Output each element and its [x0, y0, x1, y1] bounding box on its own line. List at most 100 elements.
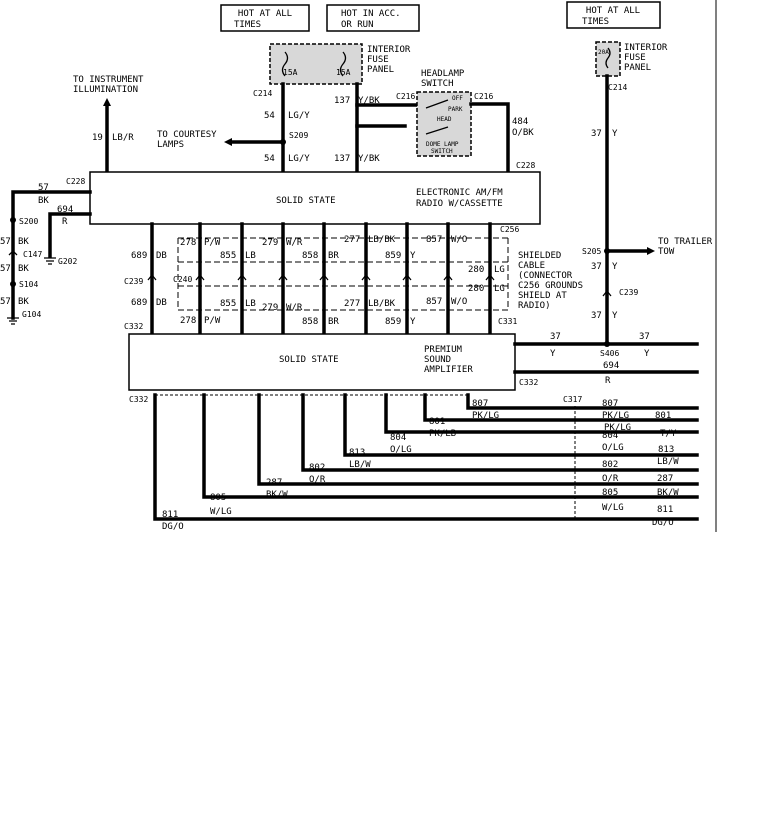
- circuit-37d-color: Y: [550, 349, 556, 359]
- hot-right-1: HOT AT ALL: [586, 6, 640, 16]
- conn-c332a: C332: [124, 322, 143, 331]
- note-shield-2: CABLE: [518, 261, 545, 271]
- sp-858-b: 858: [302, 317, 318, 327]
- circuit-137a: 137: [334, 96, 350, 106]
- ao-801-col: PK/LG: [604, 423, 631, 433]
- sp-277-b-col: LB/BK: [368, 299, 396, 309]
- circuit-37e: 37: [639, 332, 650, 342]
- ai-807: 807: [472, 399, 488, 409]
- ai-287: 287: [266, 478, 282, 488]
- sp-855-a-col: LB: [245, 251, 256, 261]
- ground-g202-icon: [44, 257, 56, 265]
- acc-label-1: HOT IN ACC.: [341, 9, 401, 19]
- amp-output-wires: [153, 393, 699, 521]
- radio-title-1: ELECTRONIC AM/FM: [416, 188, 503, 198]
- conn-c214b: C214: [608, 83, 627, 92]
- ao-811-final-col: DG/O: [652, 518, 674, 528]
- ao-287-col: O/R: [602, 474, 619, 484]
- arrow-courtesy: [224, 138, 232, 146]
- ao-804: 804: [602, 431, 618, 441]
- connector-c147-symbol: [8, 250, 18, 256]
- conn-c239a: C239: [124, 277, 143, 286]
- sp-857-b: 857: [426, 297, 442, 307]
- note-trailer-1: TO TRAILER: [658, 237, 713, 247]
- sp-689-a: 689: [131, 251, 147, 261]
- sp-279-a: 279: [262, 238, 278, 248]
- circuit-54b: 54: [264, 154, 275, 164]
- conn-c216b: C216: [474, 92, 493, 101]
- sp-277-a: 277: [344, 235, 360, 245]
- splice-s200: [10, 217, 16, 223]
- circuit-484: 484: [512, 117, 528, 127]
- sp-277-a-col: LB/BK: [368, 235, 396, 245]
- wire-484: [469, 102, 510, 174]
- splice-s406: [604, 341, 610, 347]
- sp-280-a: 280: [468, 265, 484, 275]
- conn-c256: C256: [500, 225, 519, 234]
- amp-solid-state: SOLID STATE: [279, 355, 339, 365]
- conn-g104: G104: [22, 310, 41, 319]
- circuit-57a: 57: [38, 183, 49, 193]
- ai-811-col: DG/O: [162, 522, 184, 532]
- circuit-694b: 694: [603, 361, 619, 371]
- switch-contacts: [425, 99, 449, 135]
- conn-c331: C331: [498, 317, 517, 326]
- wire-694-ground: [48, 212, 92, 258]
- sp-689-b: 689: [131, 298, 147, 308]
- ai-811: 811: [162, 510, 178, 520]
- circuit-137b: 137: [334, 154, 350, 164]
- circuit-137b-color: Y/BK: [358, 154, 380, 164]
- connector-c239-symbols: [147, 273, 495, 281]
- circuit-37b-color: Y: [612, 262, 618, 272]
- sp-859-a: 859: [385, 251, 401, 261]
- fuse-panel-label-3: PANEL: [367, 65, 394, 75]
- ao-802: 802: [602, 460, 618, 470]
- note-shield-1: SHIELDED: [518, 251, 561, 261]
- ao-807-col: PK/LG: [602, 411, 629, 421]
- fuse-panel-label-2: FUSE: [367, 55, 389, 65]
- sp-279-b: 279: [262, 303, 278, 313]
- conn-c214a: C214: [253, 89, 272, 98]
- amplifier-unit: [128, 333, 516, 391]
- fuse-20a: 20A: [598, 49, 609, 56]
- switch-off: OFF: [452, 95, 463, 102]
- sp-689-b-col: DB: [156, 298, 167, 308]
- ai-804: 804: [390, 433, 406, 443]
- ao-811-col: W/LG: [602, 503, 624, 513]
- note-shield-6: RADIO): [518, 301, 551, 311]
- wire-57: [11, 190, 92, 320]
- conn-c147: C147: [23, 250, 42, 259]
- ai-801: 801: [429, 417, 445, 427]
- sp-280-a-col: LG: [494, 265, 505, 275]
- conn-c317: C317: [563, 395, 582, 404]
- speaker-harness: [150, 222, 509, 336]
- circuit-57b-color: BK: [18, 237, 29, 247]
- ao-805-col: BK/W: [657, 488, 679, 498]
- ao-807: 807: [602, 399, 618, 409]
- note-courtesy-2: LAMPS: [157, 140, 184, 150]
- arrow-trailer: [647, 247, 655, 255]
- hot-label-l1: HOT AT ALL: [238, 9, 292, 19]
- sp-278-a-col: P/W: [204, 238, 221, 248]
- circuit-694b-color: R: [605, 376, 611, 386]
- note-instr-2: ILLUMINATION: [73, 85, 138, 95]
- splice-s104: [10, 281, 16, 287]
- circuit-57d-color: BK: [18, 297, 29, 307]
- conn-s205: S205: [582, 247, 601, 256]
- ai-805: 805: [210, 493, 226, 503]
- sp-859-b-col: Y: [410, 317, 416, 327]
- sp-278-b: 278: [180, 316, 196, 326]
- note-trailer-2: TOW: [658, 247, 675, 257]
- circuit-57c-color: BK: [18, 264, 29, 274]
- dome-lamp-1: DOME LAMP: [426, 141, 459, 148]
- circuit-37a: 37: [591, 129, 602, 139]
- circuit-37d: 37: [550, 332, 561, 342]
- ai-804-col: O/LG: [390, 445, 412, 455]
- sp-857-a: 857: [426, 235, 442, 245]
- conn-c216a: C216: [396, 92, 415, 101]
- circuit-57a-color: BK: [38, 196, 49, 206]
- radio-title-2: RADIO W/CASSETTE: [416, 199, 503, 209]
- hot-label-l2: TIMES: [234, 20, 261, 30]
- sp-280-b-col: LG: [494, 284, 505, 294]
- ao-801: 801: [655, 411, 671, 421]
